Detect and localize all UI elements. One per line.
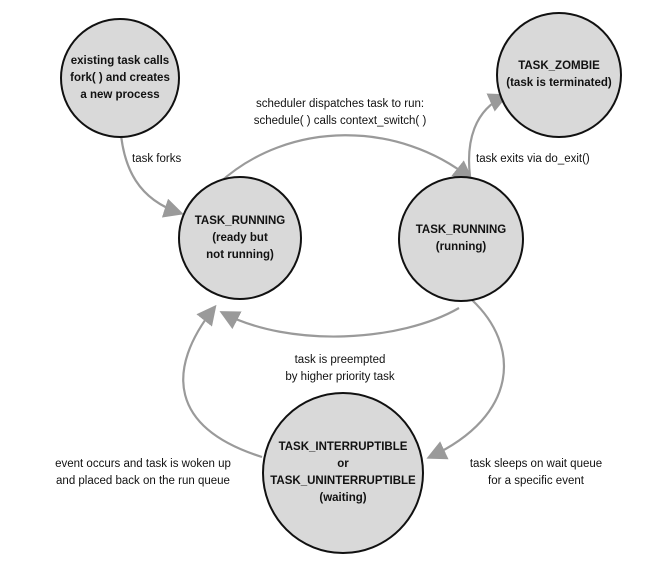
node-task-zombie-line: (task is terminated) xyxy=(506,77,612,89)
node-task-waiting-line: (waiting) xyxy=(319,492,367,504)
label-dispatch-line: scheduler dispatches task to run: xyxy=(255,98,425,110)
node-fork-line: existing task calls xyxy=(70,54,170,67)
node-task-running-ready-line: (ready but xyxy=(212,231,268,244)
label-preempted-line: task is preempted xyxy=(294,354,386,366)
node-task-running-running-line: (running) xyxy=(435,241,487,253)
label-sleeps-line: task sleeps on wait queue xyxy=(469,458,603,470)
node-task-waiting-line: TASK_UNINTERRUPTIBLE xyxy=(270,475,416,487)
node-task-waiting: TASK_INTERRUPTIBLE or TASK_UNINTERRUPTIB… xyxy=(262,392,424,554)
node-fork: existing task calls fork( ) and creates … xyxy=(60,18,180,138)
node-task-running-running-line: TASK_RUNNING xyxy=(415,224,507,236)
node-fork-line: fork( ) and creates xyxy=(70,71,170,84)
arrow-sleeps xyxy=(426,299,506,460)
label-woken-line: event occurs and task is woken up xyxy=(55,458,231,470)
node-task-running-ready-line: TASK_RUNNING xyxy=(194,214,286,227)
label-task-forks-line: task forks xyxy=(132,153,182,165)
node-task-running-running: TASK_RUNNING (running) xyxy=(398,176,524,302)
node-task-waiting-line: or xyxy=(337,458,349,470)
node-task-zombie-line: TASK_ZOMBIE xyxy=(518,60,600,72)
label-task-forks: task forks xyxy=(132,151,181,168)
label-sleeps-line: for a specific event xyxy=(488,475,584,487)
label-exits-line: task exits via do_exit() xyxy=(476,153,590,165)
label-dispatch: scheduler dispatches task to run: schedu… xyxy=(220,96,460,130)
label-exits: task exits via do_exit() xyxy=(476,151,590,168)
arrow-preempted xyxy=(219,307,460,338)
label-preempted-line: by higher priority task xyxy=(285,371,395,383)
label-woken-line: and placed back on the run queue xyxy=(56,475,230,487)
label-dispatch-line: schedule( ) calls context_switch( ) xyxy=(253,115,427,127)
node-task-running-ready-line: not running) xyxy=(206,248,274,261)
arrow-dispatch xyxy=(217,134,474,185)
label-sleeps: task sleeps on wait queue for a specific… xyxy=(448,456,624,490)
label-woken: event occurs and task is woken up and pl… xyxy=(33,456,253,490)
node-fork-line: a new process xyxy=(80,88,160,101)
arrow-exits xyxy=(467,93,509,177)
node-task-waiting-line: TASK_INTERRUPTIBLE xyxy=(278,441,408,453)
node-task-running-ready: TASK_RUNNING (ready but not running) xyxy=(178,176,302,300)
node-task-zombie: TASK_ZOMBIE (task is terminated) xyxy=(496,12,622,138)
label-preempted: task is preempted by higher priority tas… xyxy=(255,352,425,386)
arrow-woken xyxy=(182,304,263,459)
